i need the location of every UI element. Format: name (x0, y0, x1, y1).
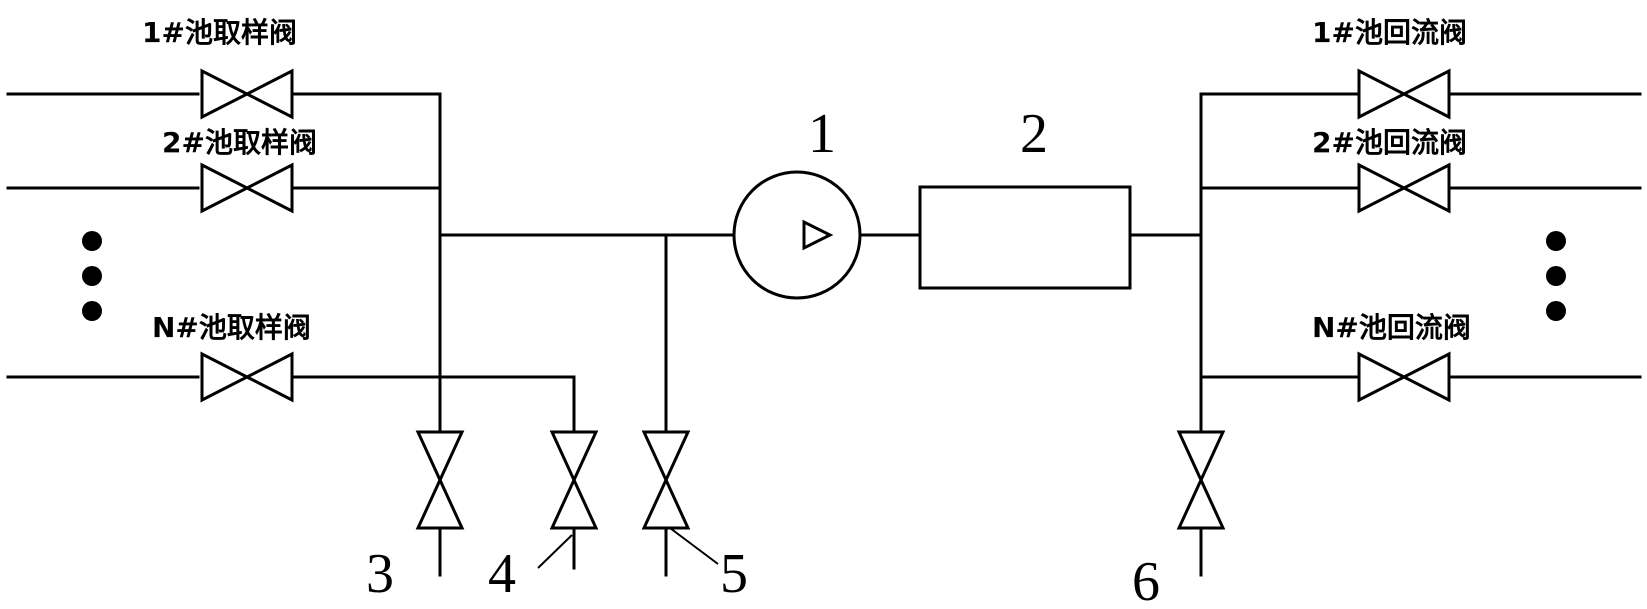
label-return-valve-2: 2#池回流阀 (1312, 126, 1467, 159)
sampling-valve-1 (200, 68, 294, 120)
label-sampling-valve-1: 1#池取样阀 (142, 16, 297, 49)
leader-line-4 (537, 534, 573, 569)
number-valve-5: 5 (720, 543, 748, 605)
unit-2 (918, 185, 1132, 290)
sampling-line-1 (6, 68, 442, 120)
return-valve-2 (1357, 162, 1451, 214)
ellipsis-dots-left (82, 231, 102, 321)
number-valve-3: 3 (366, 543, 394, 605)
label-sampling-valve-2: 2#池取样阀 (162, 126, 317, 159)
return-valve-1 (1357, 68, 1451, 120)
number-pump: 1 (808, 103, 836, 165)
label-return-valve-n: N#池回流阀 (1312, 311, 1471, 344)
leader-line-5 (669, 527, 719, 565)
return-line-1 (1199, 68, 1642, 120)
drain-valve-6 (1176, 430, 1226, 530)
return-line-n (1199, 351, 1642, 403)
sampling-line-2 (6, 162, 442, 214)
sampling-line-n (6, 351, 576, 403)
valve-4 (549, 430, 599, 530)
sampling-valve-2 (200, 162, 294, 214)
number-valve-4: 4 (488, 543, 516, 605)
label-sampling-valve-n: N#池取样阀 (152, 311, 311, 344)
pump-1 (732, 170, 862, 300)
label-return-valve-1: 1#池回流阀 (1312, 16, 1467, 49)
sampling-valve-n (200, 351, 294, 403)
number-unit: 2 (1020, 103, 1048, 165)
drain-valve-3 (415, 430, 465, 530)
return-line-2 (1199, 162, 1642, 214)
ellipsis-dots-right (1546, 231, 1566, 321)
valve-5 (641, 430, 691, 530)
number-valve-6: 6 (1132, 551, 1160, 609)
return-valve-n (1357, 351, 1451, 403)
